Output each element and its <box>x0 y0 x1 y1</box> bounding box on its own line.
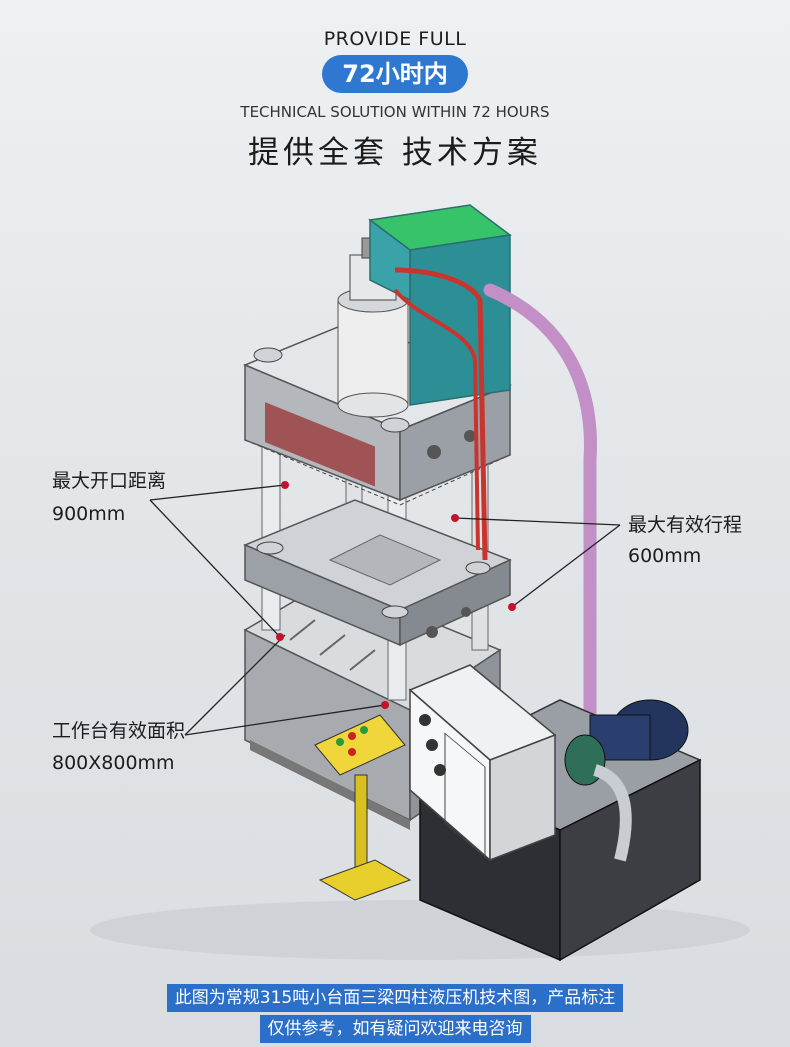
purple-hose <box>483 283 597 727</box>
control-panel <box>314 714 406 776</box>
footer-note-2: 仅供参考，如有疑问欢迎来电咨询 <box>0 1015 790 1043</box>
page-title: 提供全套 技术方案 <box>248 135 542 171</box>
opening-label: 最大开口距离 <box>52 470 167 492</box>
footer-note-1: 此图为常规315吨小台面三梁四柱液压机技术图，产品标注 <box>0 984 790 1012</box>
footer-note-1-text: 此图为常规315吨小台面三梁四柱液压机技术图，产品标注 <box>166 984 624 1012</box>
marker-opening-top <box>281 481 289 489</box>
header-line2: TECHNICAL SOLUTION WITHIN 72 HOURS <box>240 103 550 121</box>
marker-opening-bottom <box>276 633 284 641</box>
opening-value: 900mm <box>52 503 126 525</box>
stroke-value: 600mm <box>628 545 702 567</box>
header-badge: 72小时内 <box>322 55 468 93</box>
table-area-label: 工作台有效面积 <box>52 720 186 742</box>
main-cylinder <box>337 299 409 406</box>
ground-shadow <box>90 900 750 960</box>
marker-stroke-bottom <box>508 603 516 611</box>
hydraulic-press-illustration <box>90 204 750 962</box>
marker-stroke-top <box>451 514 459 522</box>
table-area-value: 800X800mm <box>52 752 175 774</box>
footer-note-2-text: 仅供参考，如有疑问欢迎来电咨询 <box>259 1015 531 1043</box>
header-line1: PROVIDE FULL <box>323 28 467 50</box>
marker-table <box>381 701 389 709</box>
stroke-label: 最大有效行程 <box>628 514 743 536</box>
red-pipe <box>394 267 488 561</box>
